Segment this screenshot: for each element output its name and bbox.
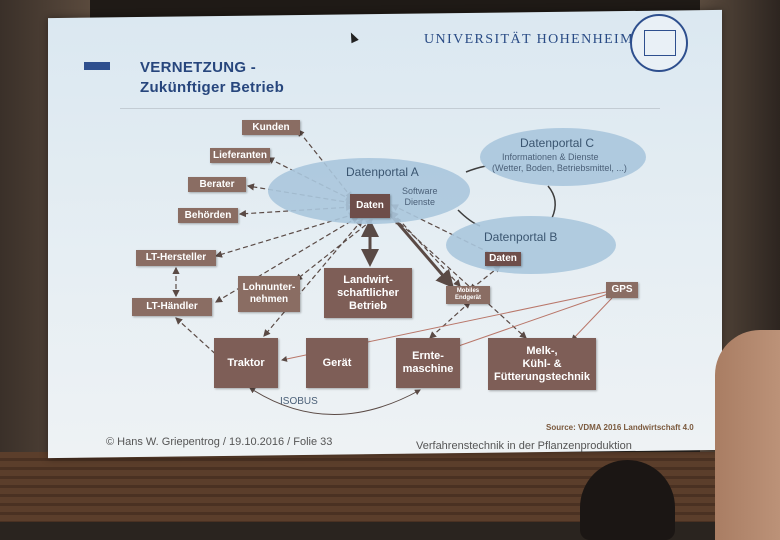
foreground-shoulder — [715, 330, 780, 540]
datenportal-c-sub2: (Wetter, Boden, Betriebsmittel, ...) — [492, 163, 627, 173]
box-traktor: Traktor — [214, 338, 278, 388]
box-kunden: Kunden — [242, 120, 300, 135]
datenportal-c-ellipse — [480, 128, 646, 186]
box-landwirtschaftlicher-betrieb: Landwirt- schaftlicher Betrieb — [324, 268, 412, 318]
footer-author: © Hans W. Griepentrog / 19.10.2016 / Fol… — [106, 436, 333, 448]
box-gps: GPS — [606, 282, 638, 298]
datenportal-b-title: Datenportal B — [484, 230, 558, 244]
title-rule — [120, 108, 660, 109]
footer-course: Verfahrenstechnik in der Pflanzenprodukt… — [416, 440, 632, 452]
source-note: Source: VDMA 2016 Landwirtschaft 4.0 — [546, 423, 694, 432]
datenportal-b-ellipse — [446, 216, 616, 274]
datenportal-a-title: Datenportal A — [346, 165, 419, 179]
datenportal-a-sub: Software Dienste — [402, 186, 438, 207]
box-lt-haendler: LT-Händler — [132, 298, 212, 316]
datenportal-c-sub1: Informationen & Dienste — [502, 152, 599, 162]
box-lohnunternehmen: Lohnunter- nehmen — [238, 276, 300, 312]
box-daten-portal-b: Daten — [485, 252, 521, 266]
box-melk-kuehl-fuetterungstechnik: Melk-, Kühl- & Fütterungstechnik — [488, 338, 596, 390]
box-erntemaschine: Ernte- maschine — [396, 338, 460, 388]
university-name: UNIVERSITÄT HOHENHEIM — [424, 32, 634, 47]
box-geraet: Gerät — [306, 338, 368, 388]
slide-title-line2: Zukünftiger Betrieb — [140, 79, 285, 96]
box-lt-hersteller: LT-Hersteller — [136, 250, 216, 266]
box-mobiles-endgeraet: Mobiles Endgerät — [446, 286, 490, 304]
box-behoerden: Behörden — [178, 208, 238, 223]
box-lieferanten: Lieferanten — [210, 148, 270, 163]
box-berater: Berater — [188, 177, 246, 192]
slide-title-line1: VERNETZUNG - — [140, 59, 257, 76]
datenportal-c-title: Datenportal C — [520, 136, 595, 150]
slide-title: VERNETZUNG - Zukünftiger Betrieb — [140, 58, 284, 98]
box-daten-portal-a: Daten — [350, 194, 390, 218]
university-seal-icon — [630, 14, 688, 72]
title-accent-stripe — [84, 62, 110, 70]
isobus-label: ISOBUS — [280, 396, 318, 407]
